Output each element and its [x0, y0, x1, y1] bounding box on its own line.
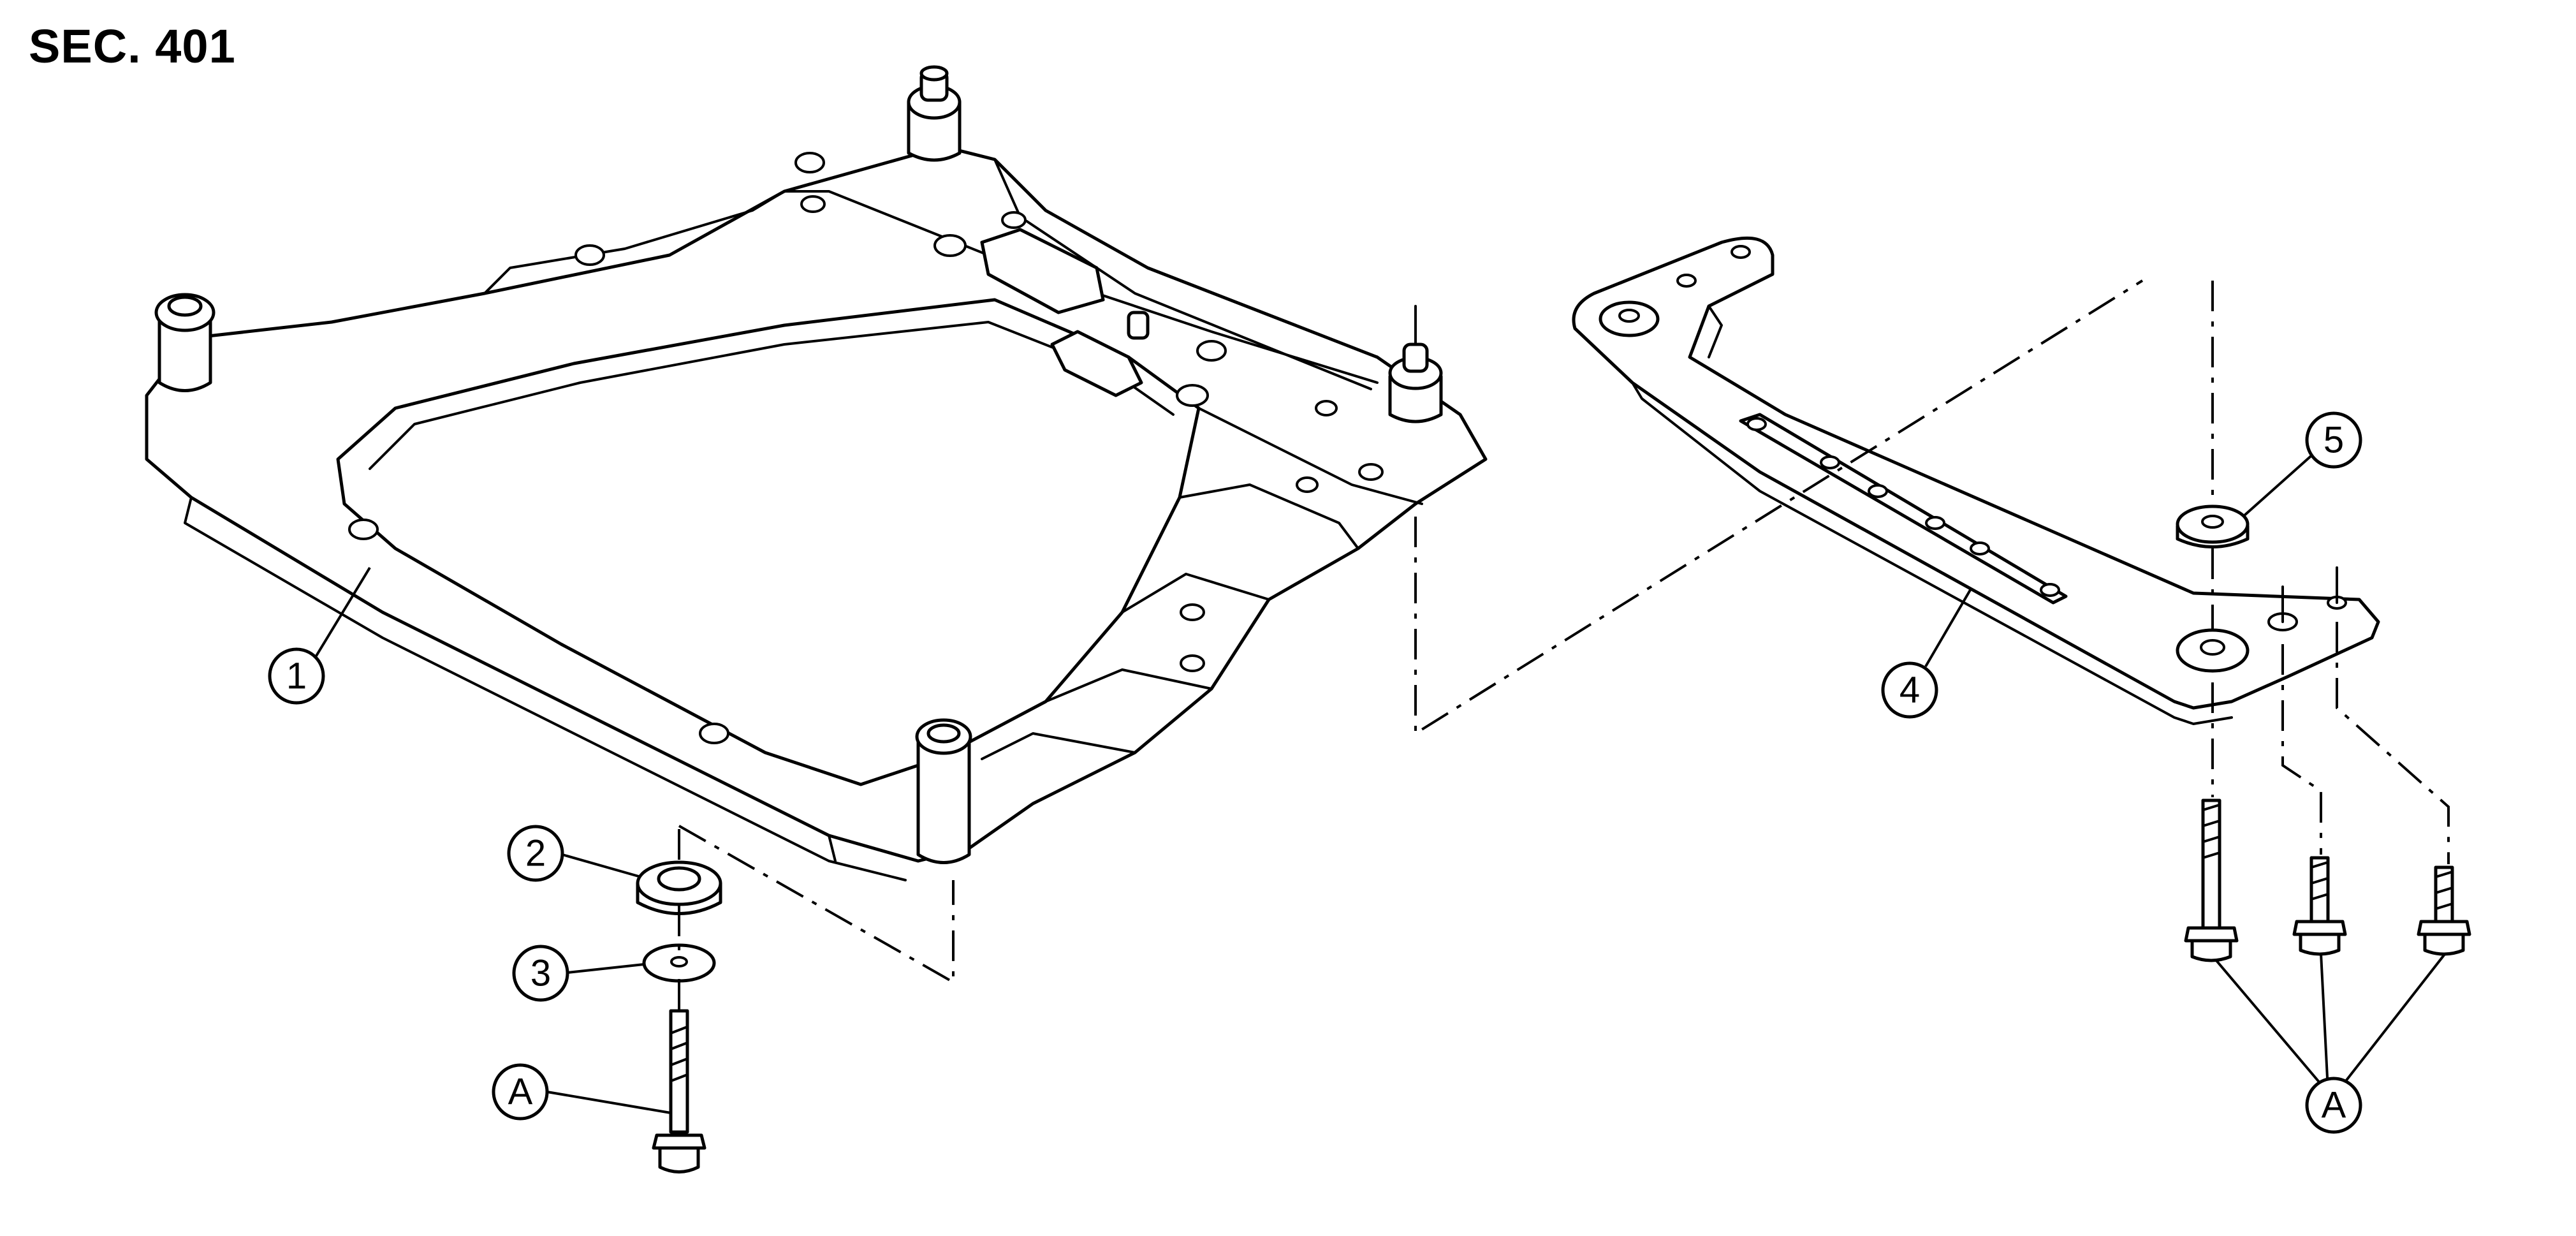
- washer: [642, 943, 716, 983]
- svg-text:4: 4: [1899, 670, 1920, 711]
- suspension-member: [145, 65, 1488, 881]
- svg-text:3: 3: [531, 953, 551, 994]
- callout-2: 2: [507, 825, 641, 882]
- svg-text:5: 5: [2324, 420, 2344, 461]
- mount-bushing-rear-right: [907, 65, 962, 162]
- member-stopper: [636, 860, 722, 915]
- cross-bar: [1572, 236, 2380, 725]
- callout-5: 5: [2243, 411, 2362, 517]
- mount-bushing-rear-left: [154, 293, 216, 392]
- section-title: SEC. 401: [29, 20, 236, 73]
- bolt-right-2: [2292, 856, 2347, 956]
- callout-4: 4: [1881, 589, 1972, 719]
- svg-text:A: A: [2322, 1085, 2346, 1126]
- svg-text:2: 2: [525, 833, 546, 874]
- callout-3: 3: [512, 945, 645, 1002]
- bolt-right-1: [2184, 798, 2239, 962]
- bolt-right-3: [2417, 865, 2471, 956]
- cross-bar-stopper: [2176, 504, 2250, 548]
- mount-bushing-front-left: [915, 718, 972, 864]
- bolt-left: [652, 1009, 706, 1173]
- callout-a-right: A: [2214, 952, 2447, 1134]
- callout-1: 1: [268, 566, 371, 705]
- mount-bushing-front-right: [1388, 305, 1443, 423]
- callout-a-left: A: [492, 1063, 671, 1121]
- svg-text:A: A: [508, 1071, 533, 1113]
- assembly-lines: [678, 279, 2450, 1011]
- svg-text:1: 1: [286, 656, 307, 697]
